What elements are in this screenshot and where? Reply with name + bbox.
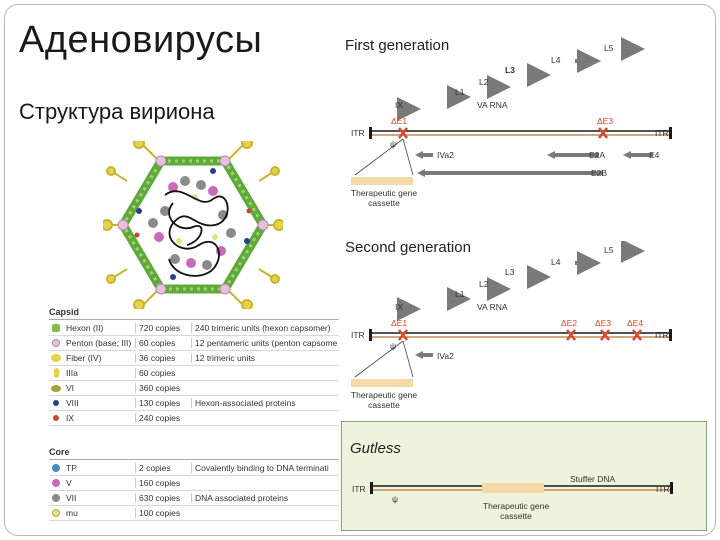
second-gen-cassette-label: Therapeutic gene cassette: [350, 390, 418, 410]
virion-diagram: [103, 141, 283, 309]
vi-symbol: [49, 384, 63, 392]
core-table-header: Core: [49, 445, 339, 460]
vii-symbol: [49, 494, 63, 502]
table-row: IIIa 60 copies: [49, 366, 339, 381]
gutless-panel: Gutless Stuffer DNA ITR ITR ψ Therapeuti…: [341, 421, 707, 531]
gutless-genome: [370, 482, 673, 494]
viii-symbol: [49, 400, 63, 406]
gutless-title: Gutless: [350, 440, 401, 457]
penton-symbol: [49, 339, 63, 347]
table-row: Penton (base; III) 60 copies 12 pentamer…: [49, 336, 339, 351]
second-gen-genome: [351, 241, 672, 387]
ix-symbol: [49, 415, 63, 421]
first-gen-genome: [351, 37, 672, 185]
iiia-symbol: [49, 368, 63, 378]
table-row: V 160 copies: [49, 476, 339, 491]
slide-title: Аденовирусы: [19, 19, 263, 61]
table-row: VIII 130 copies Hexon-associated protein…: [49, 396, 339, 411]
capsid-table-header: Capsid: [49, 305, 339, 320]
capsid-table: Capsid Hexon (II) 720 copies 240 trimeri…: [49, 305, 339, 426]
first-gen-cassette-label: Therapeutic gene cassette: [350, 188, 418, 208]
first-gen-title: First generation: [345, 37, 450, 54]
table-row: IX 240 copies: [49, 411, 339, 426]
table-row: VII 630 copies DNA associated proteins: [49, 491, 339, 506]
slide-subtitle: Структура вириона: [19, 99, 215, 124]
v-symbol: [49, 479, 63, 487]
table-row: mu 100 copies: [49, 506, 339, 521]
tp-symbol: [49, 464, 63, 472]
fiber-symbol: [49, 354, 63, 362]
table-row: Fiber (IV) 36 copies 12 trimeric units: [49, 351, 339, 366]
core-table: Core TP 2 copies Covalently binding to D…: [49, 445, 339, 521]
slide: Аденовирусы Структура вириона: [4, 4, 716, 536]
table-row: VI 360 copies: [49, 381, 339, 396]
hexon-symbol: [49, 324, 63, 332]
gutless-cassette-label: Therapeutic gene cassette: [482, 501, 550, 521]
mu-symbol: [49, 509, 63, 517]
table-row: TP 2 copies Covalently binding to DNA te…: [49, 461, 339, 476]
table-row: Hexon (II) 720 copies 240 trimeric units…: [49, 321, 339, 336]
second-gen-title: Second generation: [345, 239, 471, 256]
